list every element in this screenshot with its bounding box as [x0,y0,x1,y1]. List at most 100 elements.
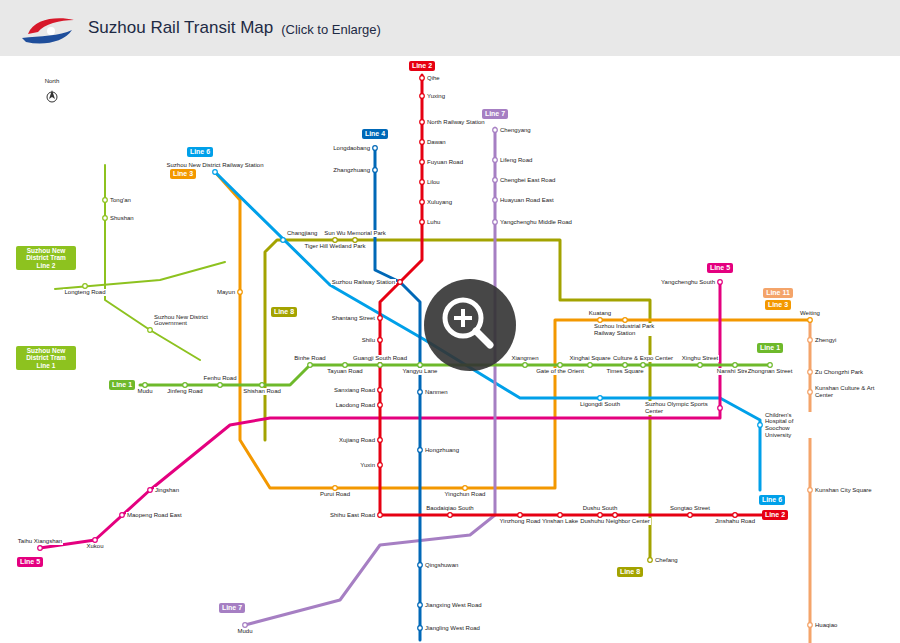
station-dot [613,513,618,518]
station-dot [420,76,425,81]
station-dot [808,338,813,343]
station-label: Qingshuwan [424,562,459,569]
badge-text: Line 7 [485,110,505,117]
badge-text: Line 11 [766,289,790,296]
station-dot [598,318,603,323]
station-label: Lilou [426,179,441,186]
badge-text: Line 3 [768,301,788,308]
station-dot [758,423,763,428]
station-dot [260,383,265,388]
line-badge: Line 2 [409,61,435,71]
station-label: Taihu Xiangshan [17,538,63,545]
station-label: Luhu [426,219,441,226]
station-label: Dushu South [582,505,619,512]
station-label: Shishan Road [242,388,282,395]
station-dot [420,94,425,99]
station-dot [808,623,813,628]
station-dot [598,396,603,401]
station-label: Suzhou New District Railway Station [165,162,264,169]
station-dot [808,488,813,493]
station-dot [808,318,813,323]
badge-text: Line 5 [20,558,40,565]
station-label: Changjiang [286,230,318,237]
badge-text: Line 2 [412,62,432,69]
zoom-overlay [424,279,516,371]
station-label: Zhangzhuang [332,167,371,174]
station-dot [308,363,313,368]
station-dot [641,363,646,368]
line-badge: Line 5 [17,557,43,567]
station-label: Tiger Hill Wetland Park [303,243,366,250]
badge-text: Suzhou New District Tram Line 2 [26,247,66,269]
station-dot [343,363,348,368]
line-badge: Line 4 [362,129,388,139]
tram-line-2 [55,262,225,289]
station-label: Jiangling West Road [424,625,481,632]
station-label: Huaqiao [814,622,838,629]
station-label: Suzhou New District Government [153,314,215,327]
station-label: Yingchun Road [444,491,487,498]
station-label: Yangchenghu Middle Road [499,219,573,226]
station-dot [93,538,98,543]
station-label: Suzhou Railway Station [331,279,396,286]
station-label: Longteng Road [63,289,106,296]
north-label: North [44,78,61,85]
line-badge: Line 1 [757,343,783,353]
station-label: Fenhu Road [202,375,237,382]
badge-text: Line 1 [112,381,132,388]
station-dot [493,220,498,225]
station-dot [420,220,425,225]
station-label: Weiting [799,310,821,317]
line-11 [809,320,812,643]
station-dot [768,363,773,368]
station-dot [623,363,628,368]
station-dots [38,76,813,631]
badge-text: Line 8 [274,308,294,315]
station-dot [623,318,628,323]
station-dot [493,198,498,203]
station-label: Jiangxing West Road [424,602,483,609]
station-dot [378,438,383,443]
north-pointer [49,90,55,99]
station-dot [598,513,603,518]
station-dot [808,370,813,375]
badge-text: Line 1 [760,344,780,351]
station-label: Xinghu Street [681,355,719,362]
station-dot [558,513,563,518]
station-label: Yinzhong Road [499,518,542,525]
station-label: Sanxiang Road [333,387,376,394]
station-label: Fuyuan Road [426,159,464,166]
station-dot [378,338,383,343]
station-dot [373,168,378,173]
station-label: Yinshan Lake [541,518,579,525]
badge-text: Line 7 [222,604,242,611]
line-2 [380,75,762,515]
station-label: Mudu [136,388,153,395]
station-label: Xukou [85,543,104,550]
station-label: Laodong Road [335,402,376,409]
station-dot [420,140,425,145]
station-label: Yangchenghu South [660,279,716,286]
station-dot [243,623,248,628]
line-badge: Line 6 [759,495,785,505]
station-dot [398,280,403,285]
logo-swoosh [28,18,74,34]
station-label: Shihu East Road [329,512,376,519]
station-dot [83,284,88,289]
station-label: Kunshan City Square [814,487,873,494]
zoom-plus [454,309,472,327]
north-arrow [47,90,57,102]
tram-line-1 [105,165,200,360]
station-label: Xuluyang [426,199,453,206]
station-dot [420,160,425,165]
zoom-handle [476,331,490,345]
station-dot [420,120,425,125]
station-label: Jingshan [154,487,180,494]
station-dot [493,178,498,183]
station-label: Shilu [361,337,376,344]
badge-text: Line 6 [190,148,210,155]
station-label: Binhe Road [293,355,326,362]
station-label: Zu Chongzhi Park [814,369,864,376]
station-dot [148,488,153,493]
station-dot [523,363,528,368]
